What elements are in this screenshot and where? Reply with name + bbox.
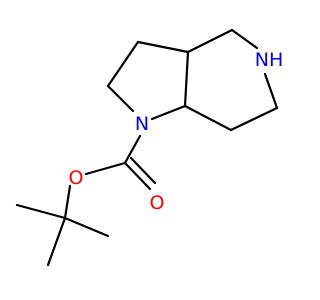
amine-nitrogen-label: NH [255,49,284,71]
bonds [15,28,279,267]
bond-c6-c7 [229,106,279,132]
molecule-structure: N NH O O [15,28,284,267]
bond-carbonyl-double-a [123,161,152,191]
bond-c7a-n1 [150,104,187,121]
ring-nitrogen-label: N [135,113,149,135]
bond-ester-o-tbu [63,184,72,220]
bond-c2-c3 [106,40,140,88]
bond-tbu-methyl-right [63,216,110,238]
bond-n1-carbonyl [123,134,142,165]
bond-c3-c3a [136,40,190,54]
bond-c7-c7a [183,104,233,132]
carbonyl-oxygen-label: O [150,192,165,214]
bond-c3a-c4 [186,28,234,54]
bond-c3a-c7a [183,50,190,108]
bond-tbu-methyl-left [15,203,67,220]
atom-labels: N NH O O [69,49,284,214]
bond-c4-n5 [230,28,259,50]
bond-carbonyl-ester-o [84,161,127,176]
ester-oxygen-label: O [69,167,84,189]
bond-tbu-methyl-bottom [46,216,67,267]
bond-n1-c2 [106,84,135,113]
bond-carbonyl-double-b [129,156,157,185]
bond-n5-c6 [263,72,279,110]
